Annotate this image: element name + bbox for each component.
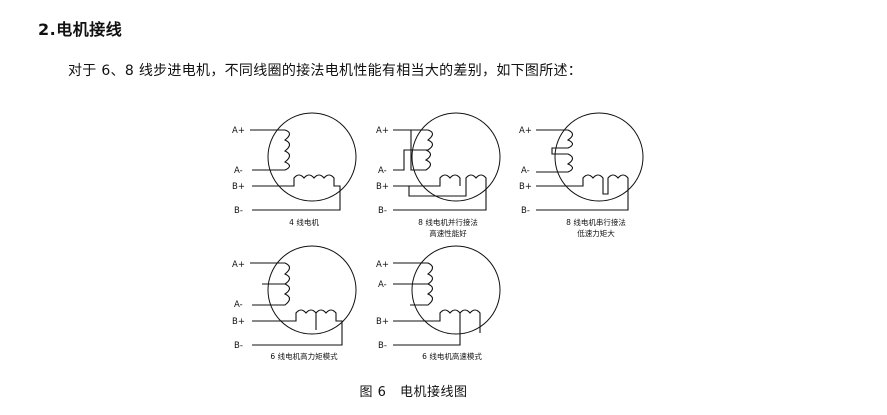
diagram-caption-line-1: 8 线电机串行接法 <box>566 217 626 227</box>
coil-a-unused-half <box>410 283 434 306</box>
coil-a-lower <box>410 130 432 171</box>
motor-body <box>411 112 501 202</box>
motor-body <box>554 112 644 202</box>
terminal-a-minus: A- <box>234 166 243 176</box>
coil-b-series <box>536 174 629 211</box>
coil-b-unused-half <box>459 309 481 333</box>
terminal-a-plus: A+ <box>232 260 245 270</box>
diagram-6-wire-high-speed: A+ A- B+ B- 6 线电机高速模式 <box>376 245 501 361</box>
diagram-caption: 6 线电机高速模式 <box>422 351 482 361</box>
section-heading: 2.电机接线 <box>38 20 123 39</box>
coil-a <box>393 262 434 285</box>
coil-b <box>252 309 343 346</box>
terminal-a-plus: A+ <box>519 126 532 136</box>
intro-paragraph: 对于 6、8 线步进电机，不同线圈的接法电机性能有相当大的差别，如下图所述： <box>68 63 583 79</box>
terminal-b-plus: B+ <box>376 182 389 192</box>
diagram-6-wire-high-torque: A+ A- B+ B- 6 线电机高力矩模式 <box>232 245 357 361</box>
terminal-b-plus: B+ <box>376 317 389 327</box>
diagram-caption: 4 线电机 <box>289 217 319 227</box>
diagram-caption: 6 线电机高力矩模式 <box>270 351 338 361</box>
figure-caption: 图 6 电机接线图 <box>0 381 887 400</box>
terminal-a-plus: A+ <box>232 126 245 136</box>
terminal-b-minus: B- <box>378 206 387 216</box>
diagram-8-wire-series: A+ A- B+ B- 8 线电机串行接法 低速力矩大 <box>519 112 644 238</box>
terminal-a-minus: A- <box>521 166 530 176</box>
figure-caption-text: 图 6 电机接线图 <box>359 385 468 400</box>
terminal-a-minus: A- <box>234 300 243 310</box>
coil-b <box>393 309 461 346</box>
coil-a-upper <box>393 129 434 171</box>
terminal-b-plus: B+ <box>232 317 245 327</box>
terminal-b-plus: B+ <box>232 182 245 192</box>
terminal-a-minus: A- <box>378 166 387 176</box>
terminal-b-minus: B- <box>234 206 243 216</box>
coil-a-series <box>536 129 574 173</box>
coil-b <box>252 174 341 211</box>
diagram-8-wire-parallel: A+ A- B+ B- 8 线电机并行接法 高速性能好 <box>376 112 501 238</box>
diagram-caption-line-1: 8 线电机并行接法 <box>418 217 478 227</box>
diagram-4-wire: A+ A- B+ B- 4 线电机 <box>232 112 357 227</box>
motor-body <box>267 112 357 202</box>
motor-body <box>411 245 501 335</box>
terminal-b-minus: B- <box>234 341 243 351</box>
coil-a <box>250 129 291 171</box>
terminal-b-minus: B- <box>378 341 387 351</box>
diagram-caption-line-2: 高速性能好 <box>429 228 467 238</box>
terminal-a-plus: A+ <box>376 260 389 270</box>
terminal-b-minus: B- <box>521 206 530 216</box>
diagram-caption-line-2: 低速力矩大 <box>577 228 615 238</box>
coil-b-right <box>393 174 487 211</box>
terminal-a-plus: A+ <box>376 126 389 136</box>
motor-body <box>267 245 357 335</box>
coil-b-left <box>393 174 461 187</box>
terminal-a-minus: A- <box>378 280 387 290</box>
terminal-b-plus: B+ <box>519 182 532 192</box>
